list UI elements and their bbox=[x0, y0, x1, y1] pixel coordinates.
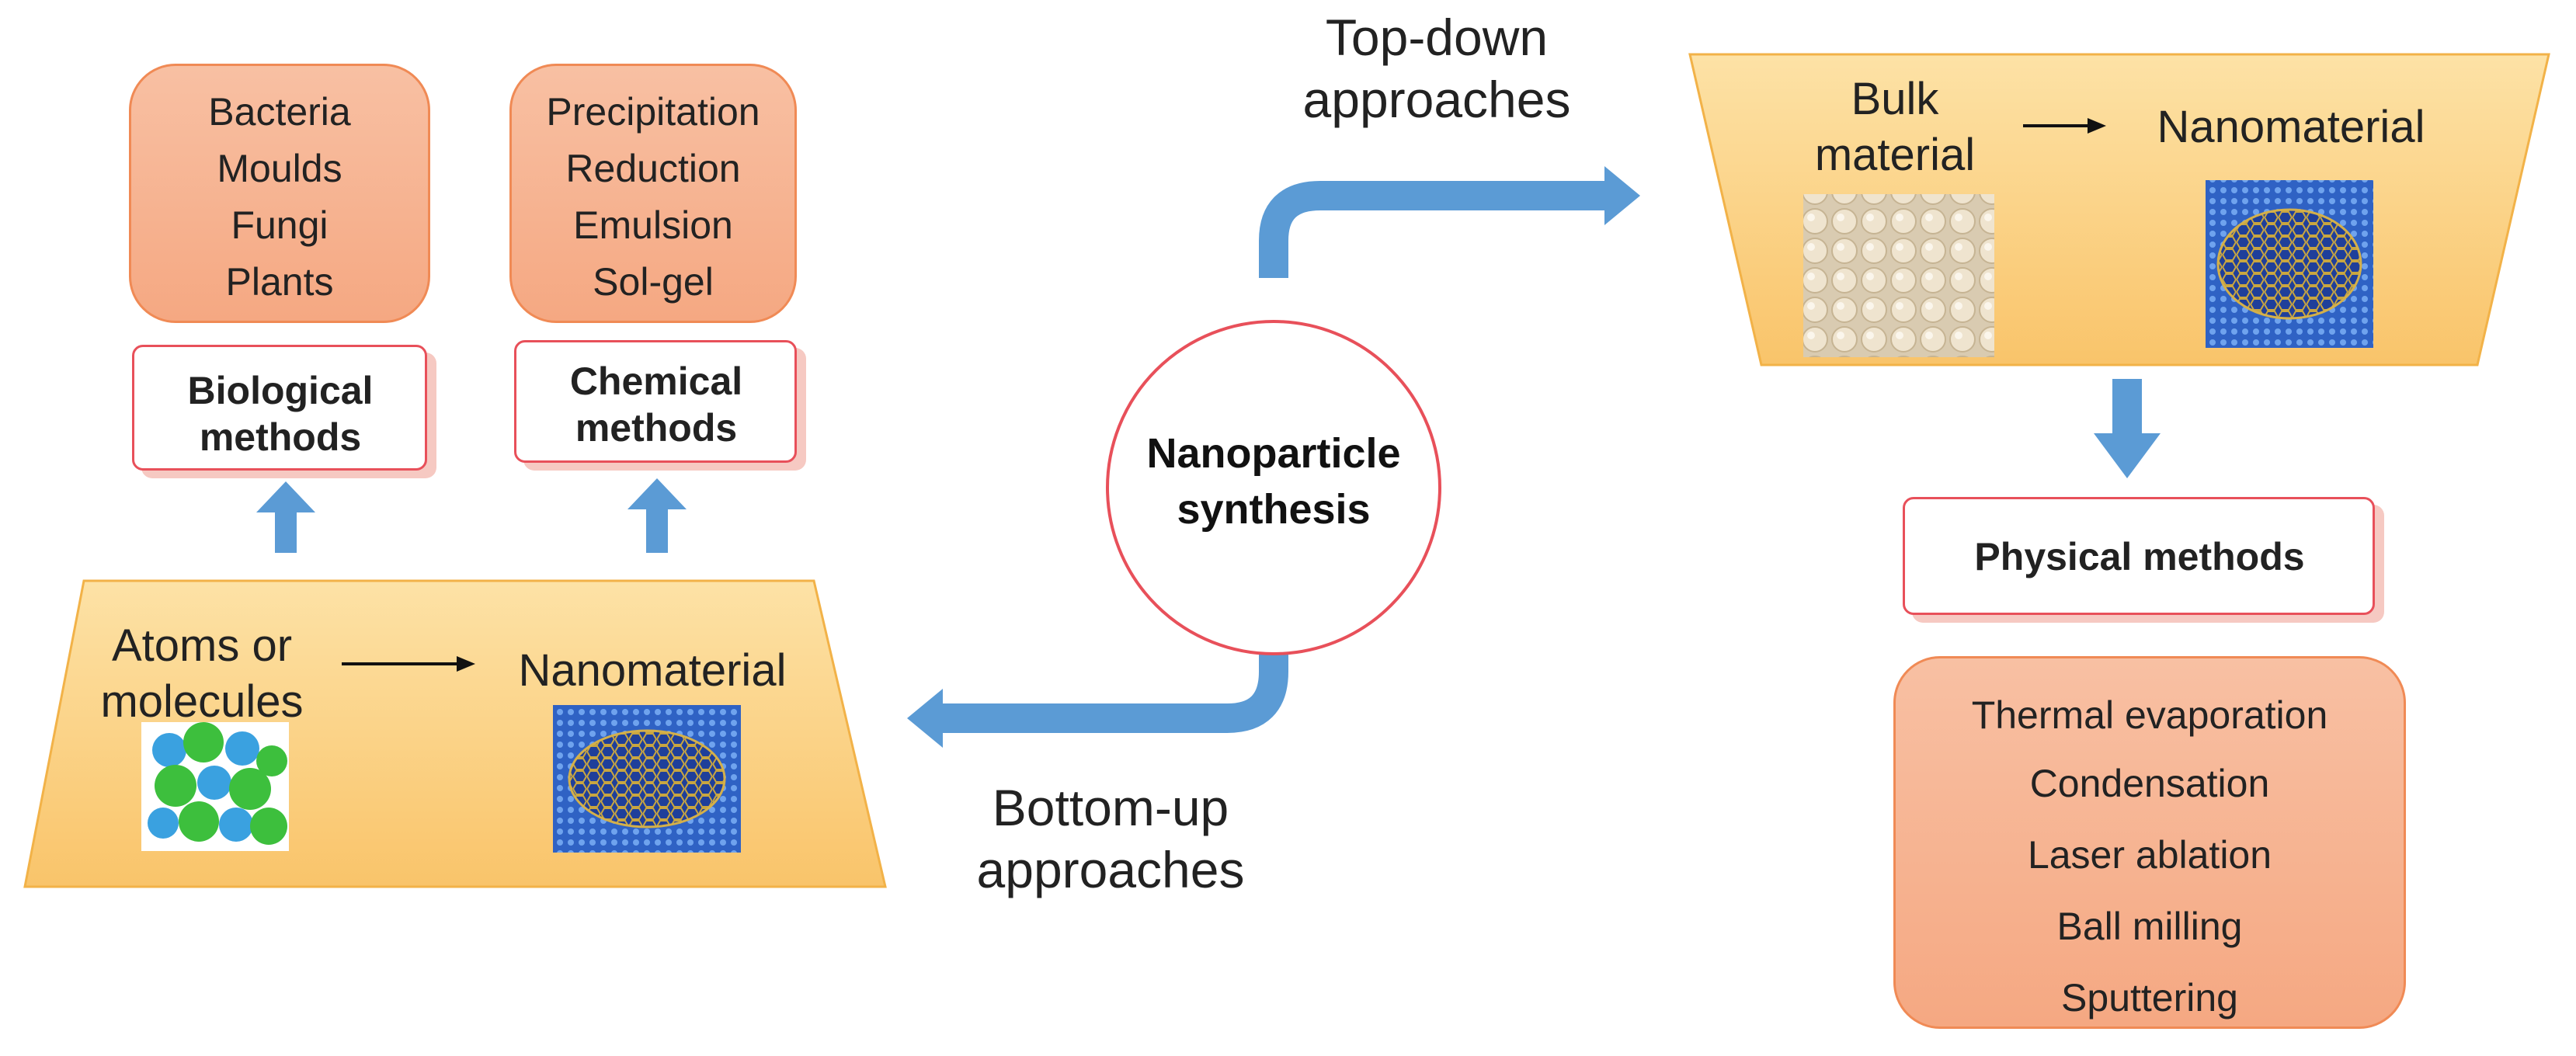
bottom-up-label: Bottom-up approaches bbox=[932, 776, 1289, 901]
down-arrow-physical bbox=[2094, 379, 2161, 478]
bulk-material-line1: Bulk bbox=[1851, 74, 1939, 124]
top-down-label-line2: approaches bbox=[1302, 71, 1571, 128]
nanotube-image-top bbox=[2206, 180, 2373, 348]
up-arrow-biological bbox=[256, 481, 315, 553]
biological-sources-box: Bacteria Moulds Fungi Plants bbox=[129, 64, 430, 323]
bottom-up-label-line1: Bottom-up bbox=[992, 779, 1229, 836]
bottom-nanomaterial-label: Nanomaterial bbox=[518, 645, 787, 696]
physical-methods-box: Physical methods bbox=[1903, 497, 2375, 615]
physical-methods-label: Physical methods bbox=[1974, 535, 2305, 578]
physical-techniques-box: Thermal evaporation Condensation Laser a… bbox=[1893, 656, 2406, 1029]
center-circle bbox=[1106, 320, 1441, 655]
physical-technique-4: Ball milling bbox=[2056, 905, 2243, 948]
biological-source-4: Plants bbox=[225, 260, 334, 304]
bottom-up-arrow bbox=[907, 629, 1288, 748]
biological-methods-label: Biological methods bbox=[134, 367, 426, 460]
chemical-techniques-box: Precipitation Reduction Emulsion Sol-gel bbox=[509, 64, 797, 323]
up-arrow-chemical bbox=[627, 478, 687, 553]
atoms-to-nano-arrow bbox=[342, 656, 475, 672]
bottom-up-label-line2: approaches bbox=[976, 841, 1245, 898]
chemical-technique-3: Emulsion bbox=[573, 203, 733, 247]
bulk-material-image bbox=[1803, 194, 1994, 357]
chemical-methods-line1: Chemical bbox=[569, 360, 743, 403]
bulk-material-label: Bulk material bbox=[1778, 71, 2011, 183]
physical-technique-2: Condensation bbox=[2029, 762, 2270, 805]
chemical-technique-1: Precipitation bbox=[546, 90, 760, 134]
chemical-methods-box: Chemical methods bbox=[514, 340, 797, 463]
chemical-technique-2: Reduction bbox=[565, 147, 741, 190]
chemical-methods-label: Chemical methods bbox=[516, 358, 796, 451]
atoms-molecules-image bbox=[141, 722, 289, 851]
physical-technique-3: Laser ablation bbox=[2027, 833, 2272, 877]
biological-methods-line2: methods bbox=[199, 415, 362, 459]
bulk-to-nano-arrow bbox=[2023, 118, 2106, 134]
biological-source-3: Fungi bbox=[231, 203, 329, 247]
top-down-label: Top-down approaches bbox=[1258, 6, 1615, 130]
biological-source-2: Moulds bbox=[217, 147, 342, 190]
atoms-molecules-label: Atoms or molecules bbox=[78, 618, 326, 730]
physical-technique-1: Thermal evaporation bbox=[1971, 693, 2328, 737]
atoms-molecules-line2: molecules bbox=[100, 676, 304, 727]
biological-methods-box: Biological methods bbox=[132, 345, 427, 471]
bulk-material-line2: material bbox=[1814, 130, 1976, 180]
center-label: Nanoparticle synthesis bbox=[1115, 426, 1432, 537]
atoms-molecules-line1: Atoms or bbox=[111, 620, 293, 671]
biological-source-1: Bacteria bbox=[208, 90, 351, 134]
biological-methods-line1: Biological bbox=[187, 369, 374, 412]
top-down-label-line1: Top-down bbox=[1325, 9, 1549, 66]
physical-technique-5: Sputtering bbox=[2061, 976, 2238, 1020]
chemical-methods-line2: methods bbox=[575, 406, 738, 450]
chemical-technique-4: Sol-gel bbox=[593, 260, 714, 304]
center-label-line2: synthesis bbox=[1177, 486, 1371, 533]
top-down-arrow bbox=[1259, 166, 1640, 278]
top-nanomaterial-label: Nanomaterial bbox=[2157, 102, 2425, 152]
center-label-line1: Nanoparticle bbox=[1146, 430, 1401, 477]
nanotube-image-bottom bbox=[553, 705, 741, 853]
